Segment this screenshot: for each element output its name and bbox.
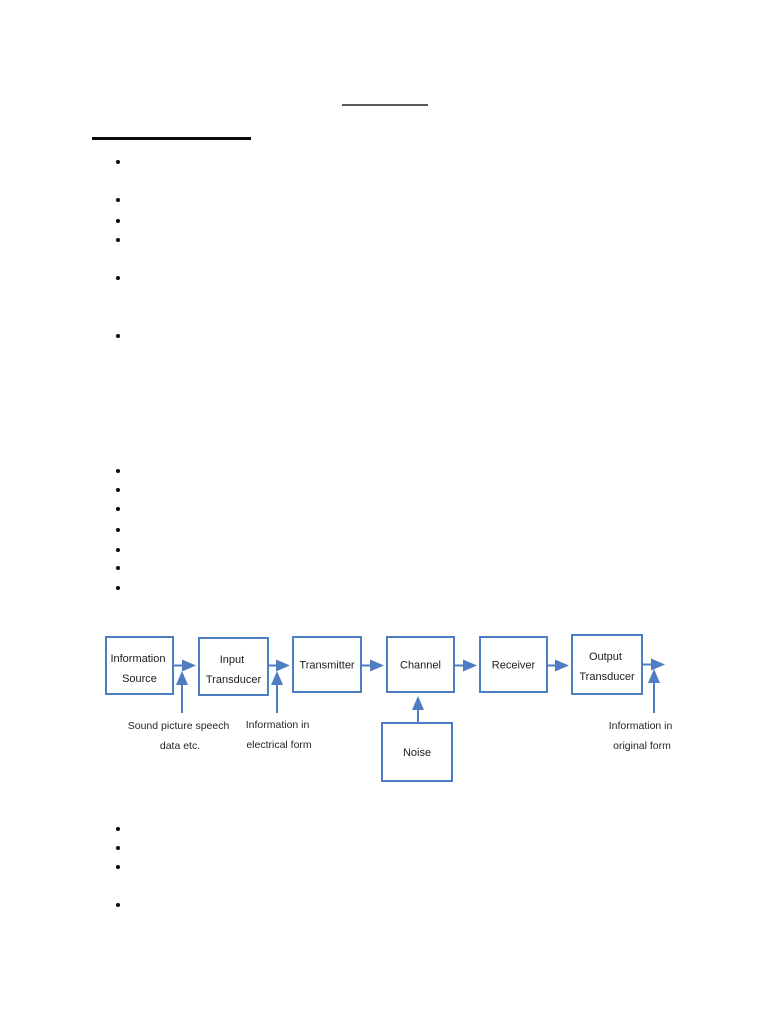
block-transmitter-label: Transmitter [299, 660, 355, 672]
block-receiver [479, 636, 548, 693]
title-underline [342, 104, 428, 106]
list-bullet [116, 276, 120, 280]
block-noise [381, 722, 453, 782]
list-bullet [116, 469, 120, 473]
block-receiver-label: Receiver [492, 660, 536, 672]
list-bullet [116, 548, 120, 552]
block-input-transducer-label: Input Transducer [206, 654, 262, 686]
block-information-source [105, 636, 174, 695]
output-annotation: Information in original form [609, 720, 676, 752]
block-noise-label: Noise [403, 747, 431, 759]
list-bullet [116, 827, 120, 831]
block-output-transducer-label: Output Transducer [579, 651, 635, 683]
list-bullet [116, 238, 120, 242]
block-output-transducer [571, 634, 643, 695]
list-bullet [116, 198, 120, 202]
block-channel [386, 636, 455, 693]
list-bullet [116, 903, 120, 907]
heading-underline [92, 137, 251, 140]
list-bullet [116, 160, 120, 164]
list-bullet [116, 586, 120, 590]
list-bullet [116, 488, 120, 492]
block-information-source-label: Information Source [110, 653, 168, 685]
block-input-transducer [198, 637, 269, 696]
source-annotation: Sound picture speech data etc. [128, 720, 233, 752]
list-bullet [116, 846, 120, 850]
communication-system-diagram: Information Source Input Transducer Tran… [105, 634, 676, 782]
list-bullet [116, 219, 120, 223]
list-bullet [116, 566, 120, 570]
list-bullet [116, 507, 120, 511]
list-bullet [116, 334, 120, 338]
block-channel-label: Channel [400, 660, 441, 672]
list-bullet [116, 865, 120, 869]
electrical-annotation: Information in electrical form [246, 719, 313, 751]
list-bullet [116, 528, 120, 532]
